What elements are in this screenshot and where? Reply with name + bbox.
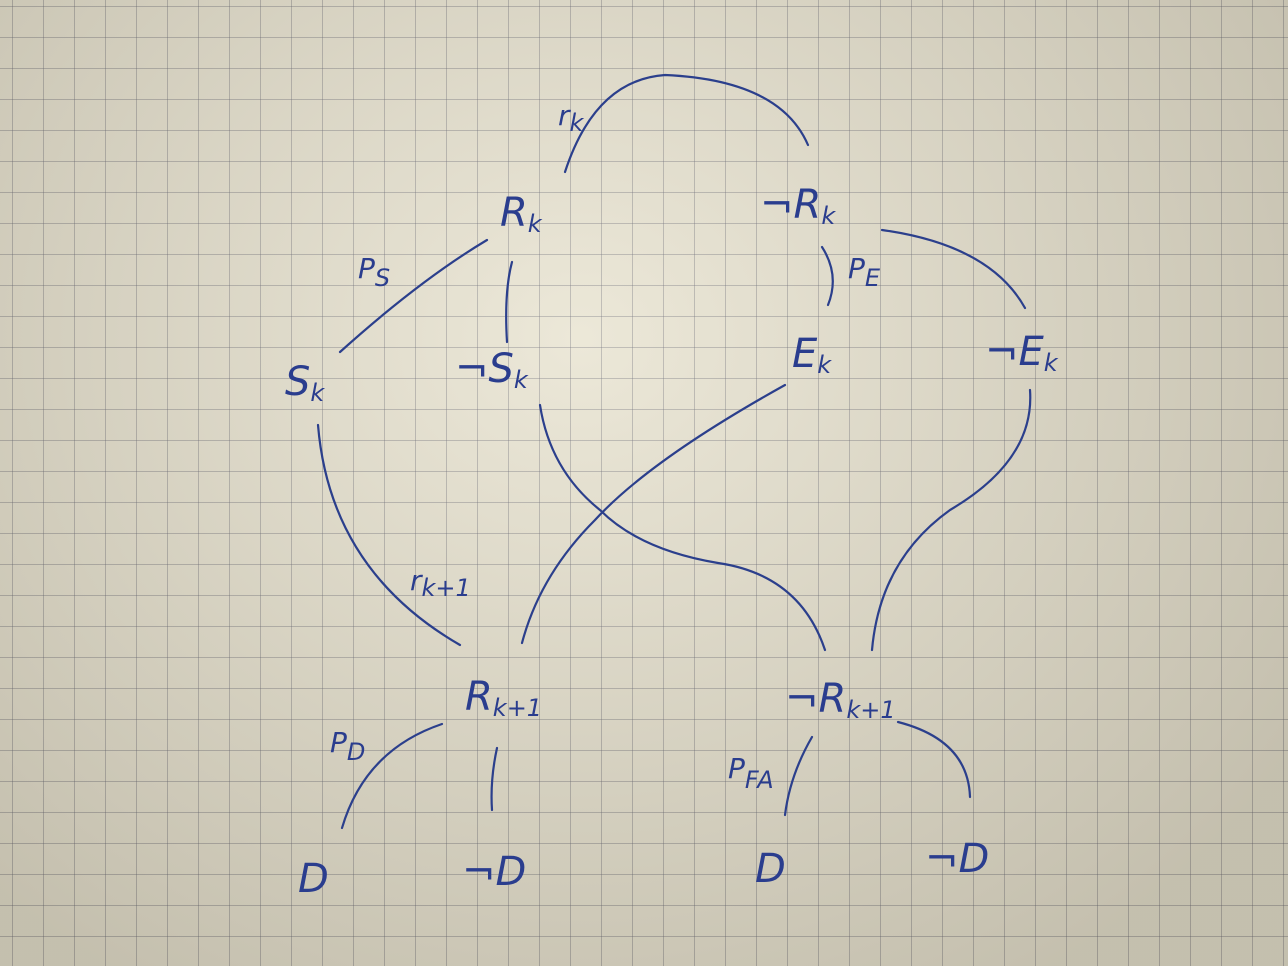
- edge-rk1-to-not-d: [490, 746, 499, 812]
- node-not-d-right: ¬D: [925, 836, 989, 882]
- edge-ek-to-rk1: [520, 383, 787, 645]
- label-rk: rk: [558, 99, 585, 137]
- node-d-right: D: [755, 846, 786, 892]
- label-rk1: rk+1: [410, 564, 471, 602]
- edge-not-rk1-to-d: [783, 735, 814, 817]
- edge-not-rk1-to-not-d: [896, 720, 972, 799]
- edge-rk1-to-d: [340, 722, 444, 830]
- label-ps: PS: [358, 252, 390, 292]
- label-pfa: PFA: [728, 752, 774, 794]
- edge-not-ek-to-not-rk1: [870, 388, 1032, 652]
- edge-not-rk-to-ek: [820, 245, 834, 307]
- node-rk1: Rk+1: [465, 674, 542, 722]
- node-not-ek: ¬Ek: [985, 329, 1059, 377]
- node-not-rk1: ¬Rk+1: [785, 676, 896, 724]
- node-not-sk: ¬Sk: [455, 346, 529, 394]
- node-sk: Sk: [285, 359, 325, 407]
- edge-rk-arc: [563, 73, 810, 174]
- label-pe: PE: [848, 252, 881, 292]
- label-pd: PD: [330, 726, 365, 766]
- edge-rk-to-sk: [338, 238, 489, 354]
- edge-not-sk-to-not-rk1: [538, 403, 827, 652]
- node-not-rk: ¬Rk: [760, 182, 836, 230]
- node-ek: Ek: [792, 331, 832, 379]
- edge-sk-to-rk1: [316, 423, 462, 647]
- edge-rk-to-not-sk: [505, 260, 514, 344]
- node-d-left: D: [298, 856, 329, 902]
- edge-not-rk-to-not-ek: [880, 228, 1027, 310]
- node-rk: Rk: [500, 190, 543, 238]
- node-not-d-left: ¬D: [462, 849, 526, 895]
